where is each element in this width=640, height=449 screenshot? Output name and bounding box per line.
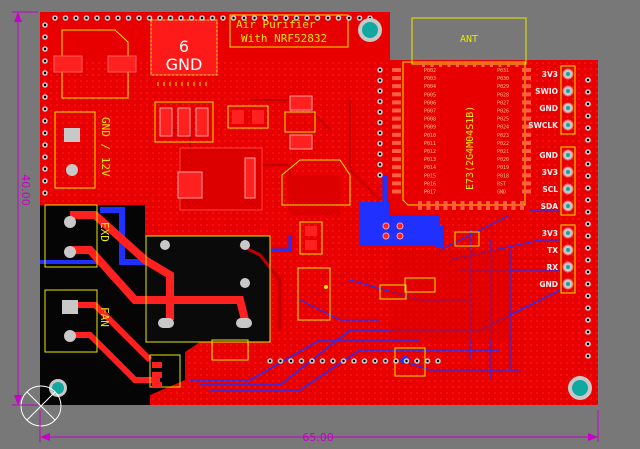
module-pin-label-right: RST xyxy=(497,181,506,187)
gnd-pad-number: 6 xyxy=(179,37,189,56)
module-pin-label-left: P009 xyxy=(424,125,436,131)
fan-terminal[interactable]: FAN xyxy=(44,289,111,353)
module-pin-label-right: P022 xyxy=(497,141,509,147)
dimension-height: 40.00 xyxy=(12,11,38,406)
module-pin-labels-left: P002P003P004P005P006P007P008P009P010P011… xyxy=(424,68,436,196)
i2c-header-label: GND xyxy=(539,151,558,160)
uart-header-label: TX xyxy=(547,246,558,255)
nrf52832-module[interactable]: ANT E73(2G4M04S1B) P002P003P004P005P006P… xyxy=(390,17,531,215)
module-pin-label-left: P002 xyxy=(424,68,436,74)
antenna-label: ANT xyxy=(460,34,478,45)
module-pin-label-left: P016 xyxy=(424,181,436,187)
module-label: E73(2G4M04S1B) xyxy=(465,106,476,190)
dimension-width: 65.00 xyxy=(39,410,599,444)
smd-components xyxy=(149,95,480,388)
swd-header-label: 3V3 xyxy=(542,70,558,79)
inductor-footprint xyxy=(53,29,137,99)
module-pin-label-left: P005 xyxy=(424,92,436,98)
module-pin-label-right: P024 xyxy=(497,125,509,131)
i2c-header-label: SDA xyxy=(541,202,559,211)
module-pin-label-right: P029 xyxy=(497,84,509,90)
module-pin-label-right: P021 xyxy=(497,149,509,155)
swd-header-label: GND xyxy=(539,104,558,113)
mounting-holes xyxy=(49,18,592,400)
module-pin-label-right: P018 xyxy=(497,173,509,179)
module-pin-label-left: P010 xyxy=(424,133,436,139)
title-block: Air Purifier With NRF52832 xyxy=(229,14,349,48)
module-pin-label-left: P011 xyxy=(424,141,436,147)
uart-header-label: 3V3 xyxy=(542,229,558,238)
uart-header-label: RX xyxy=(546,263,558,272)
power-terminal[interactable]: GND / 12V xyxy=(54,111,112,189)
module-pin-label-left: P008 xyxy=(424,117,436,123)
title-line-2: With NRF52832 xyxy=(241,32,327,45)
module-pin-label-left: P014 xyxy=(424,165,436,171)
dimension-width-label: 65.00 xyxy=(302,431,334,444)
module-pin-label-left: P017 xyxy=(424,190,436,196)
module-pin-label-left: P003 xyxy=(424,76,436,82)
module-pin-labels-right: P031P030P029P028P027P026P025P024P023P022… xyxy=(497,68,509,196)
module-pin-label-left: P013 xyxy=(424,157,436,163)
title-line-1: Air Purifier xyxy=(236,18,316,31)
module-pin-label-right: P027 xyxy=(497,100,509,106)
module-pads xyxy=(392,62,531,210)
module-pin-label-left: P006 xyxy=(424,100,436,106)
gnd-pad[interactable]: 6 GND xyxy=(150,19,218,86)
relay-footprint xyxy=(145,235,271,343)
module-pin-label-left: P012 xyxy=(424,149,436,155)
uart-header-label: GND xyxy=(539,280,558,289)
dimension-height-label: 40.00 xyxy=(19,174,32,206)
module-pin-label-right: P019 xyxy=(497,165,509,171)
swd-header-label: SWIO xyxy=(535,87,558,96)
module-pin-label-right: P028 xyxy=(497,92,509,98)
via-rows xyxy=(42,15,591,364)
module-pin-label-left: P004 xyxy=(424,84,436,90)
module-pin-label-right: P030 xyxy=(497,76,509,82)
hatched-regions xyxy=(179,147,510,340)
i2c-header-label: 3V3 xyxy=(542,168,558,177)
module-pin-label-right: GND xyxy=(497,190,506,196)
swd-header-label: SWCLK xyxy=(528,121,559,130)
exd-terminal-label: EXD xyxy=(98,222,111,242)
module-pin-label-right: P020 xyxy=(497,157,509,163)
fan-terminal-label: FAN xyxy=(98,307,111,327)
origin-marker xyxy=(20,385,62,427)
module-pin-label-right: P023 xyxy=(497,133,509,139)
module-pin-label-right: P031 xyxy=(497,68,509,74)
module-pin-label-right: P026 xyxy=(497,109,509,115)
power-terminal-label: GND / 12V xyxy=(99,117,112,177)
gnd-pad-label: GND xyxy=(166,55,203,74)
module-pin-label-left: P015 xyxy=(424,173,436,179)
module-pin-label-left: P007 xyxy=(424,109,436,115)
exd-terminal[interactable]: EXD xyxy=(44,204,111,268)
i2c-header-label: SCL xyxy=(542,185,558,194)
module-pin-label-right: P025 xyxy=(497,117,509,123)
antenna-keepout xyxy=(411,17,527,65)
